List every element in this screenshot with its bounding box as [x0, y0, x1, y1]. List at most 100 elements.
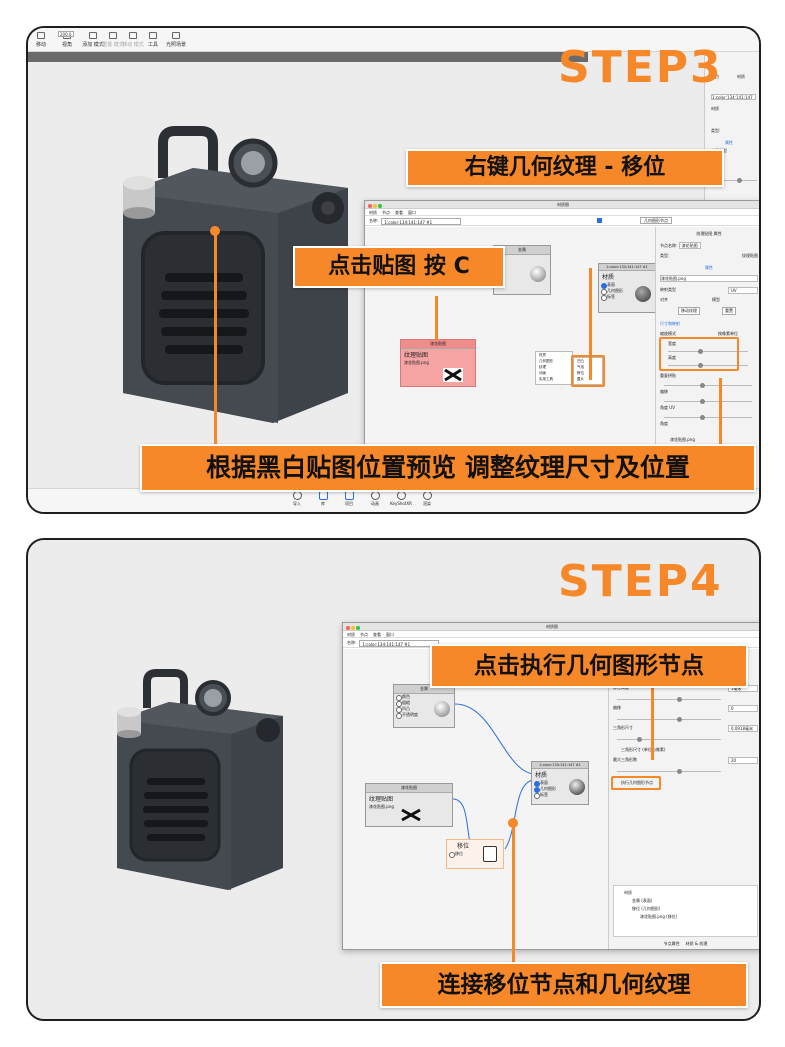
texture-map-node[interactable]: 漆花贴图 纹理贴图 漆花贴图.png: [365, 783, 453, 827]
node-name-input[interactable]: 漆花贴图: [678, 242, 701, 249]
submenu-item-displace[interactable]: 移位: [577, 371, 584, 375]
material-name-field[interactable]: 1:color:134:141:147: [711, 94, 756, 100]
tree-item[interactable]: 金属 (表面): [632, 898, 653, 903]
context-menu-item[interactable]: 实用工具: [539, 377, 553, 381]
submenu-item-bubble[interactable]: 气泡: [577, 365, 584, 369]
repeat-slider[interactable]: [664, 383, 752, 388]
menu-view[interactable]: 查看: [373, 632, 381, 637]
side-properties-tab[interactable]: 属性: [705, 265, 713, 270]
panel-tab-material[interactable]: 材质: [737, 74, 745, 79]
toolbar-tools[interactable]: 工具: [142, 32, 164, 48]
graph-button[interactable]: 材质: [711, 106, 719, 111]
toolbar-lighting[interactable]: 光照场景: [162, 32, 190, 48]
offset-slider[interactable]: [617, 717, 721, 722]
metal-preview-sphere: [530, 266, 546, 282]
toolbar-move-mode[interactable]: 移动 模式: [122, 32, 144, 48]
tree-item[interactable]: 移位 (几何图形): [632, 906, 661, 911]
step3-panel: 移动 视角 200.0 添加 模式 重置 模式 移动 模式 工具 光照场景: [26, 26, 761, 514]
minimize-button[interactable]: [351, 626, 355, 630]
size-section-header[interactable]: 尺寸和映射: [660, 321, 680, 326]
align-model-radio[interactable]: 模型: [712, 297, 720, 302]
library-icon: [318, 491, 328, 500]
menu-view[interactable]: 查看: [395, 210, 403, 215]
triangle-size-input[interactable]: 0.0918毫米: [728, 725, 758, 732]
texture-map-node[interactable]: 漆花贴图 纹理贴图 漆花贴图.png: [400, 339, 476, 387]
pixel-unit-radio[interactable]: 按像素单位: [718, 331, 738, 336]
tree-item[interactable]: 漆花贴图.png (移位): [640, 914, 678, 919]
node-graph-area[interactable]: 金属 颜色 粗糙 凹凸 不透明度 漆花贴图 纹理贴图 漆花贴图.png 1:co…: [343, 649, 608, 949]
panel-tab-project[interactable]: 项目: [711, 74, 719, 79]
toolbar-reset[interactable]: 重置 模式: [102, 32, 124, 48]
triangle-size-slider[interactable]: [617, 737, 721, 742]
metal-node[interactable]: 金属 颜色 粗糙 凹凸 不透明度: [393, 684, 455, 728]
tab-node-properties[interactable]: 节点属性: [663, 941, 680, 946]
name-bar: 名称:1:color:134:141:147 #1 几何图形节点: [365, 216, 759, 226]
move-mode-icon: [129, 32, 137, 39]
graph-toolbar-icon[interactable]: [597, 218, 602, 223]
move-texture-button[interactable]: 移动纹理: [678, 307, 700, 315]
menu-material[interactable]: 材质: [369, 210, 377, 215]
material-output-node[interactable]: 1:color:134:141:147 #1 材质 表面 几何图形 标签: [531, 761, 589, 805]
toolbar-add-mode[interactable]: 添加 模式: [82, 32, 104, 48]
material-name-input[interactable]: 1:color:134:141:147 #1: [381, 217, 462, 225]
connector-line: [589, 268, 592, 380]
minimize-button[interactable]: [373, 204, 377, 208]
properties-tab[interactable]: 属性: [725, 140, 733, 145]
close-button[interactable]: [346, 626, 350, 630]
texture-preview-icon: [443, 368, 463, 382]
reset-icon: [109, 32, 117, 39]
keyshotxr-button[interactable]: KeyShotXR: [388, 491, 414, 506]
tree-item[interactable]: 漆花贴图.png: [670, 437, 695, 442]
render-button[interactable]: 渲染: [414, 491, 440, 507]
menu-node[interactable]: 节点: [360, 632, 368, 637]
xr-icon: [396, 491, 406, 500]
height-slider[interactable]: [668, 363, 748, 368]
submenu-item-bump[interactable]: 凹凸: [577, 359, 584, 363]
window-title: 材质图: [557, 202, 569, 207]
callout-click-texture: 点击贴图 按 C: [293, 246, 505, 288]
value-field[interactable]: 200.0: [58, 31, 74, 37]
context-menu-item[interactable]: 几何图形: [539, 359, 553, 363]
tab-material-texture[interactable]: 材质 & 纹理: [685, 941, 708, 946]
mapping-type-select[interactable]: UV: [728, 287, 758, 294]
window-title: 材质图: [546, 624, 558, 629]
toolbar-move[interactable]: 移动: [30, 32, 52, 48]
texture-file-field[interactable]: 漆花贴图.png: [660, 275, 758, 282]
menu-node[interactable]: 节点: [382, 210, 390, 215]
import-button[interactable]: 导入: [284, 491, 310, 507]
library-button[interactable]: 库: [310, 491, 336, 507]
displace-height-slider[interactable]: [617, 697, 721, 702]
context-menu-item[interactable]: 动画: [539, 371, 546, 375]
close-button[interactable]: [368, 204, 372, 208]
project-button[interactable]: 项目: [336, 491, 362, 507]
context-menu-item[interactable]: 纹理: [539, 365, 546, 369]
displacement-node[interactable]: 移位 移位: [446, 839, 504, 869]
geometry-node-button[interactable]: 几何图形节点: [640, 217, 672, 224]
context-menu-item[interactable]: 材质: [539, 353, 546, 357]
panel-slider[interactable]: [713, 178, 757, 183]
submenu-item-flake[interactable]: 置片: [577, 377, 584, 381]
uv-angle-slider[interactable]: [664, 415, 752, 420]
max-triangles-slider[interactable]: [617, 769, 721, 774]
offset-slider[interactable]: [664, 399, 752, 404]
offset-input[interactable]: 0: [728, 705, 758, 712]
step4-panel: 材质图 材质节点查看窗口 名称:1:color:134:141:147 #1 金…: [26, 538, 761, 1021]
pixel-unit-checkbox[interactable]: 三角形尺寸 (单位为像素): [621, 747, 666, 752]
zoom-button[interactable]: [356, 626, 360, 630]
width-slider[interactable]: [668, 349, 748, 354]
animation-button[interactable]: 动画: [362, 491, 388, 507]
material-output-node[interactable]: 1:color:134:141:147 #1 材质 表面 几何图形 标签: [598, 263, 656, 313]
menu-window[interactable]: 窗口: [408, 210, 416, 215]
zoom-button[interactable]: [378, 204, 382, 208]
metal-preview-sphere: [434, 701, 450, 717]
light-icon: [172, 32, 180, 39]
tree-item[interactable]: 材质: [624, 890, 632, 895]
reset-button[interactable]: 重置: [722, 307, 736, 315]
connector-line: [214, 231, 217, 469]
max-triangles-input[interactable]: 20: [728, 757, 758, 764]
execute-geometry-button[interactable]: 执行几何图形节点: [621, 780, 653, 785]
menu-window[interactable]: 窗口: [386, 632, 394, 637]
step-label: STEP3: [558, 42, 723, 93]
menu-material[interactable]: 材质: [347, 632, 355, 637]
material-name-input[interactable]: 1:color:134:141:147 #1: [359, 639, 440, 647]
